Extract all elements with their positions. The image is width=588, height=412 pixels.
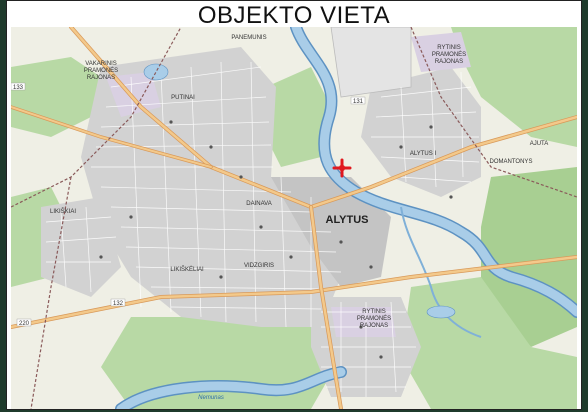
major-roads <box>11 27 577 409</box>
road-label-132: 132 <box>113 301 124 307</box>
label-luksiai: LIKIŠKIAI <box>50 208 76 215</box>
label-domantonys: DOMANTONYS <box>490 159 533 165</box>
label-vakarinis-2: PRAMONĖS <box>84 67 118 74</box>
label-rytinis-south-3: RAJONAS <box>360 323 388 329</box>
street-grid <box>45 61 480 397</box>
road-number-labels: 131 132 133 220 <box>11 82 366 327</box>
urban-area-west <box>81 47 341 327</box>
location-map[interactable]: VAKARINIS PRAMONĖS RAJONAS PUTINAI PANEM… <box>11 27 577 409</box>
poi-icons <box>99 120 453 359</box>
district-labels: VAKARINIS PRAMONĖS RAJONAS PUTINAI PANEM… <box>50 35 548 329</box>
river-label: Nemunas <box>198 395 224 401</box>
forest-area-north <box>11 57 101 137</box>
river-nemunas-south-fill <box>116 367 346 409</box>
map-frame: OBJEKTO VIETA <box>6 0 582 410</box>
label-putinai: PUTINAI <box>171 95 195 101</box>
location-marker-icon[interactable] <box>332 158 352 178</box>
industrial-area-south <box>331 307 396 337</box>
label-alytus-i: ALYTUS I <box>410 151 437 157</box>
airfield <box>330 27 412 98</box>
label-panemunis: PANEMUNIS <box>231 35 266 41</box>
lake-southeast <box>426 305 456 319</box>
label-rytinis-south-1: RYTINIS <box>362 309 386 315</box>
road-label-220: 220 <box>19 321 30 327</box>
label-rytinis-north-3: RAJONAS <box>435 59 463 65</box>
lake-west <box>143 63 169 81</box>
city-label: ALYTUS <box>326 214 369 226</box>
forest-area-northeast <box>451 27 577 147</box>
label-ajuta: AJUTA <box>530 141 549 147</box>
stream-east <box>400 206 482 338</box>
urban-area-southwest <box>41 197 121 297</box>
label-vakarinis-1: VAKARINIS <box>85 61 117 67</box>
label-dainava: DAINAVA <box>246 201 271 207</box>
road-label-133: 133 <box>13 85 24 91</box>
page-title: OBJEKTO VIETA <box>197 2 391 29</box>
label-likiskeliai: LIKIŠKĖLIAI <box>170 266 204 273</box>
label-rytinis-north-1: RYTINIS <box>437 45 461 51</box>
label-vidzgiris: VIDZGIRIS <box>244 263 274 269</box>
urban-area-east <box>361 67 481 197</box>
label-rytinis-south-2: PRAMONĖS <box>357 315 391 322</box>
forest-area-east <box>481 167 577 347</box>
forest-area-center <box>261 67 331 167</box>
label-vakarinis-3: RAJONAS <box>87 75 115 81</box>
label-rytinis-north-2: PRAMONĖS <box>432 51 466 58</box>
industrial-area-northeast <box>411 32 471 72</box>
railways <box>11 27 577 409</box>
road-label-131: 131 <box>353 99 364 105</box>
